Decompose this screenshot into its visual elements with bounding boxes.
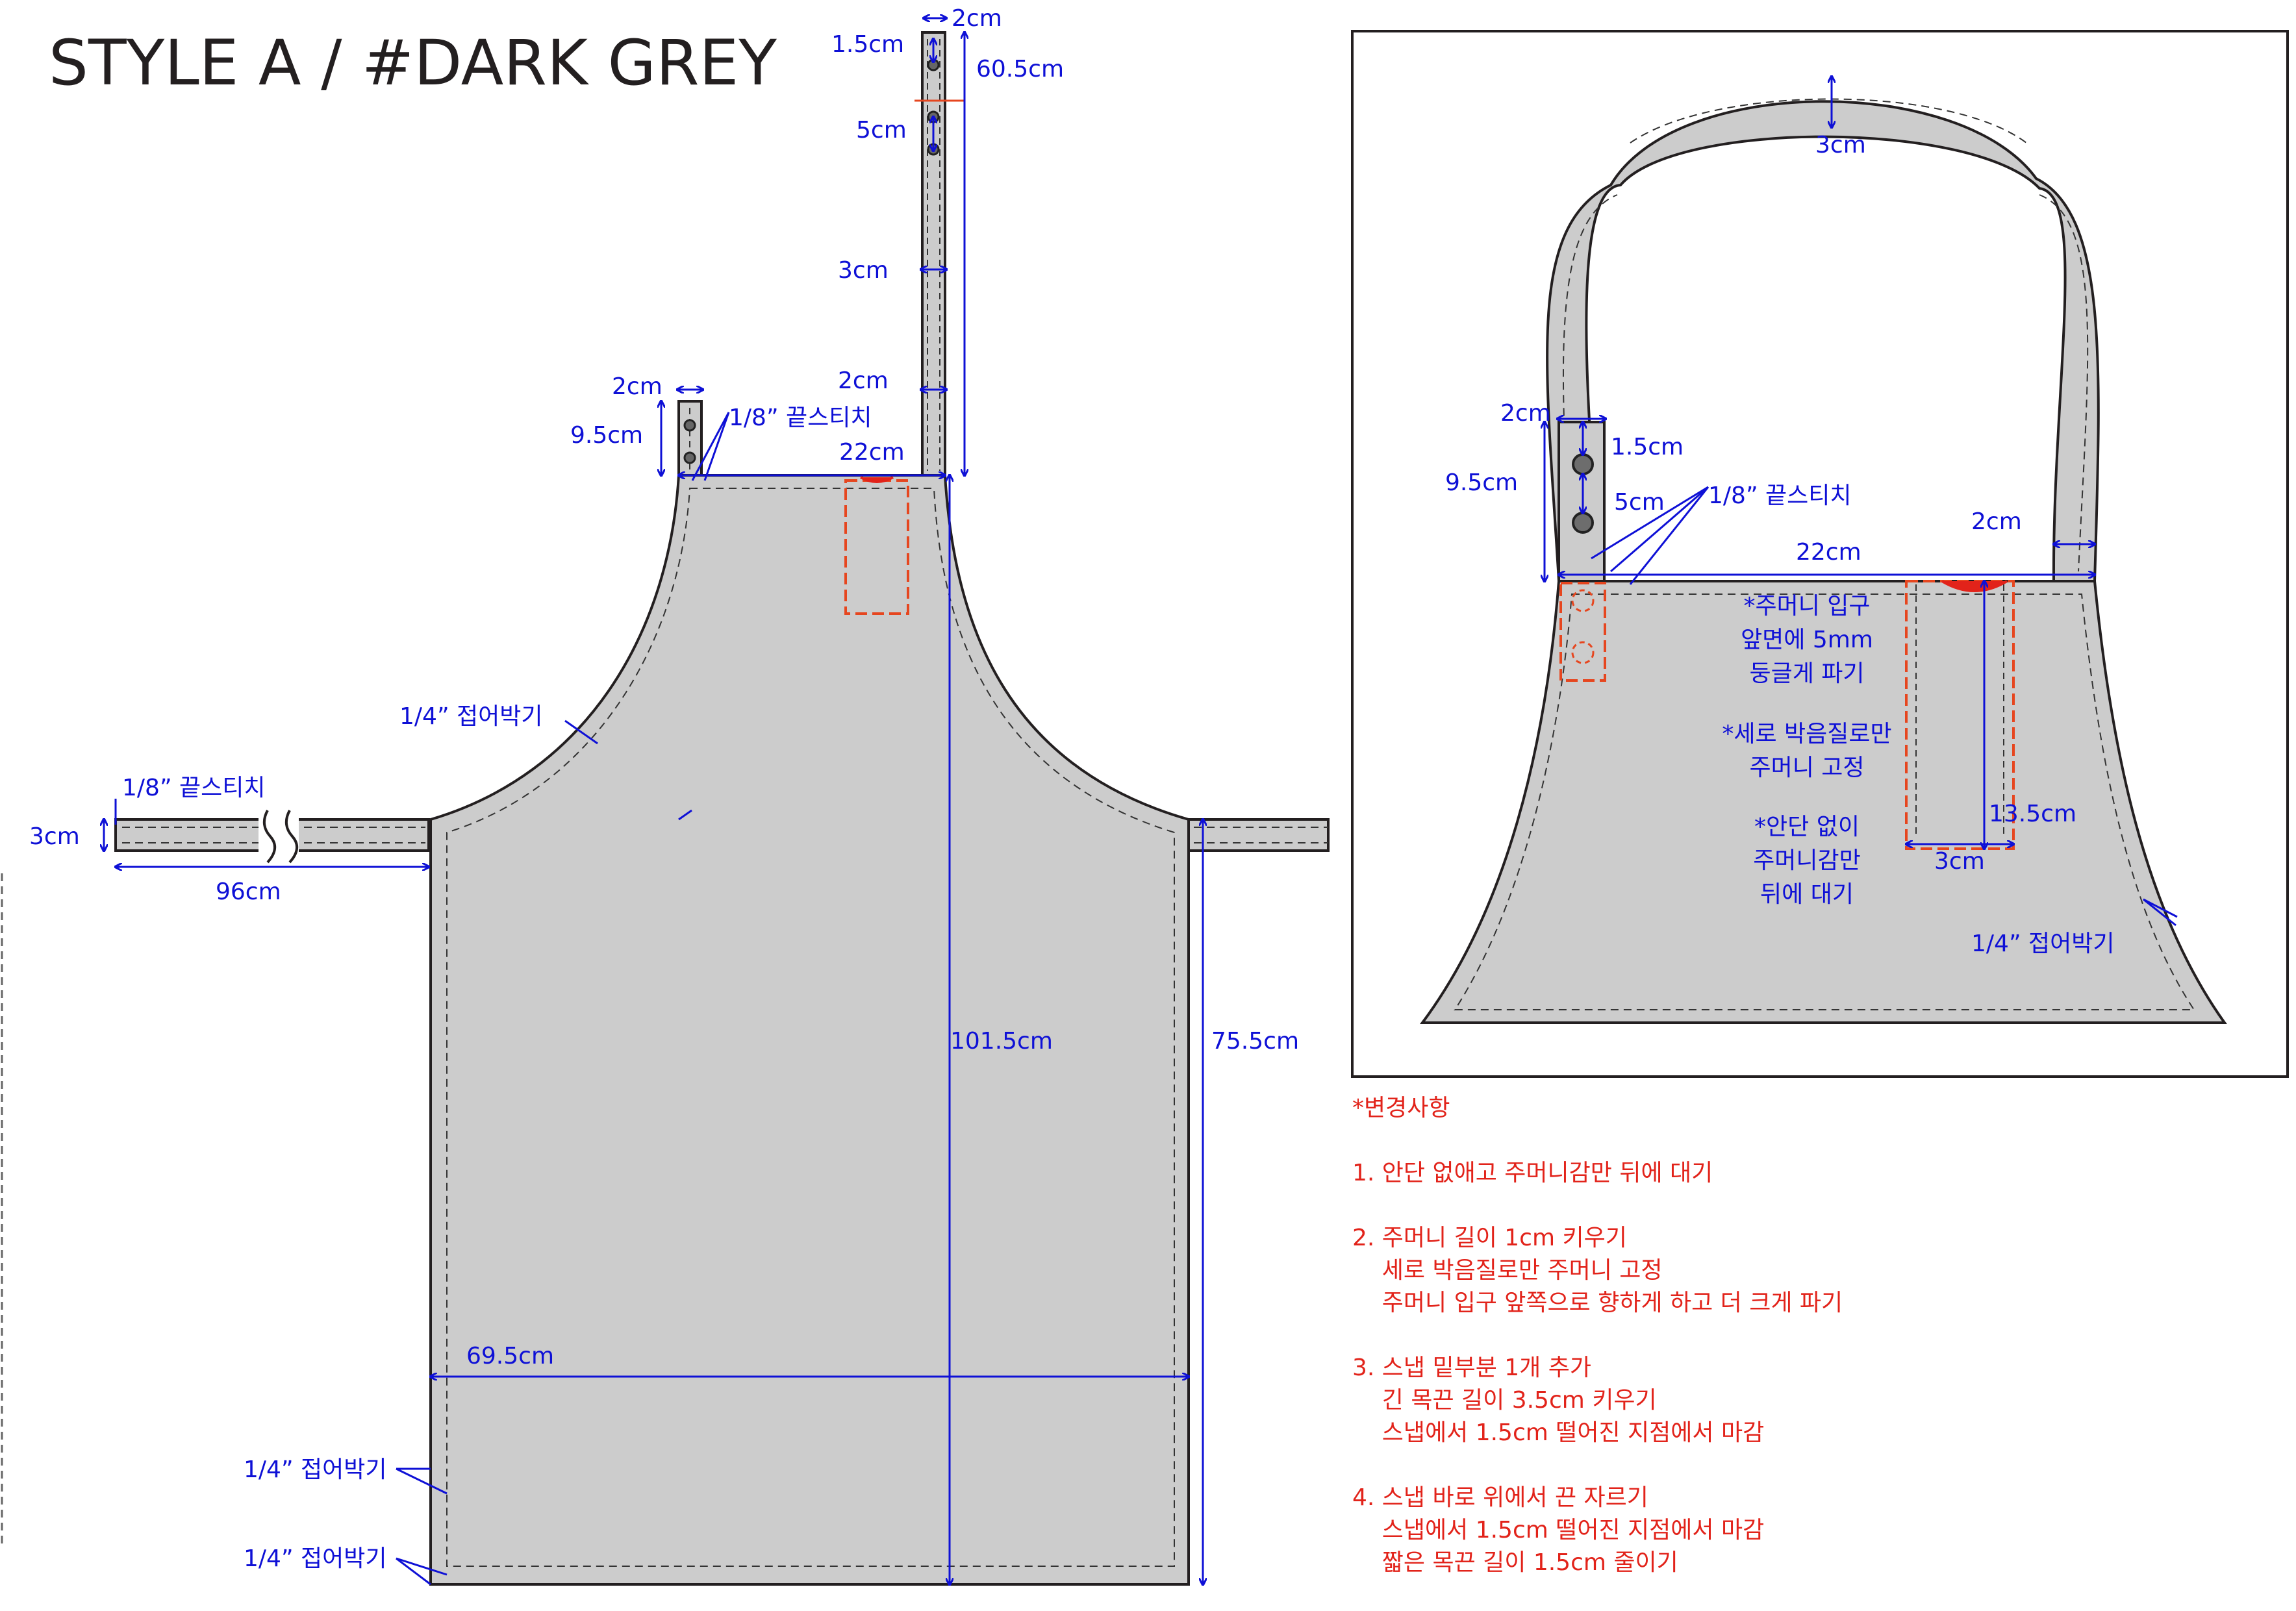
neck-long-snap-gap-label: 1.5cm — [831, 31, 904, 58]
neck-long-base-width-label: 2cm — [838, 368, 889, 394]
snap-button-icon — [683, 451, 696, 464]
detail-strap-width-label: 3cm — [1815, 132, 1866, 158]
total-length-label: 101.5cm — [950, 1028, 1053, 1055]
armhole-hem-label: 1/4” 접어박기 — [399, 703, 543, 730]
pocket-note-1-line-1: *주머니 입구 — [1743, 593, 1870, 619]
pocket-note-1-line-2: 앞면에 5mm — [1741, 627, 1873, 653]
side-hem-label: 1/4” 접어박기 — [244, 1456, 387, 1483]
detail-view-panel: 3cm 2cm 9.5cm 1.5cm 5cm 1/8” 끝스티치 2cm 22… — [1351, 30, 2289, 1078]
waist-tie-width-label: 3cm — [29, 823, 80, 850]
change-4-line-3: 짧은 목끈 길이 1.5cm 줄이기 — [1352, 1549, 1678, 1576]
detail-snap-spacing-label: 5cm — [1614, 489, 1665, 516]
neck-short-width-label: 2cm — [612, 373, 662, 400]
detail-apron-body — [1420, 580, 2227, 1024]
change-1-line-1: 1. 안단 없애고 주머니감만 뒤에 대기 — [1352, 1160, 1713, 1186]
detail-side-hem-label: 1/4” 접어박기 — [1971, 930, 2115, 957]
neck-long-snap-spacing-label: 5cm — [856, 117, 907, 144]
break-mark-icon — [262, 810, 276, 864]
snap-button-icon — [1572, 453, 1594, 475]
pocket-note-3-line-3: 뒤에 대기 — [1760, 881, 1854, 908]
neck-long-strap-width-label: 3cm — [838, 257, 889, 284]
detail-edge-stitch-label: 1/8” 끝스티치 — [1708, 482, 1852, 509]
side-length-label: 75.5cm — [1211, 1028, 1299, 1055]
neck-long-width-label: 2cm — [952, 5, 1002, 32]
long-neck-strap — [921, 31, 946, 477]
pocket-outline — [844, 479, 909, 615]
pocket-note-3-line-2: 주머니감만 — [1753, 847, 1861, 874]
change-3-line-3: 스냅에서 1.5cm 떨어진 지점에서 마감 — [1352, 1419, 1764, 1446]
detail-short-strap — [1558, 421, 1606, 582]
change-3-line-1: 3. 스냅 밑부분 1개 추가 — [1352, 1355, 1591, 1381]
page-title: STYLE A / #DARK GREY — [49, 27, 777, 99]
snap-button-icon — [683, 419, 696, 432]
detail-short-strap-length-label: 9.5cm — [1445, 469, 1518, 496]
pocket-note-2-line-2: 주머니 고정 — [1749, 755, 1864, 781]
top-width-label: 22cm — [839, 439, 905, 466]
pocket-note-1-line-3: 둥글게 파기 — [1749, 660, 1864, 687]
neck-short-length-label: 9.5cm — [570, 422, 643, 449]
apron-stitch-line — [446, 488, 1175, 1567]
break-mark-icon — [284, 810, 298, 864]
pocket-note-2-line-1: *세로 박음질로만 — [1722, 721, 1891, 747]
change-3-line-2: 긴 목끈 길이 3.5cm 키우기 — [1352, 1387, 1657, 1414]
change-2-line-2: 세로 박음질로만 주머니 고정 — [1352, 1257, 1663, 1284]
detail-long-strap-width-label: 2cm — [1971, 508, 2022, 535]
detail-top-width-label: 22cm — [1796, 539, 1861, 566]
change-notes: *변경사항 1. 안단 없애고 주머니감만 뒤에 대기 2. 주머니 길이 1c… — [1352, 1095, 1843, 1576]
detail-snap-ghost — [1559, 582, 1606, 682]
neck-long-length-label: 60.5cm — [976, 56, 1064, 82]
edge-stitch-label: 1/8” 끝스티치 — [729, 405, 872, 431]
detail-pocket-width-label: 3cm — [1934, 848, 1985, 875]
apron-front-view: 2cm 1.5cm 60.5cm 5cm 3cm 2cm 2cm 9.5cm 1… — [29, 5, 1330, 1586]
detail-snap-gap-label: 1.5cm — [1611, 434, 1684, 460]
body-width-label: 69.5cm — [466, 1343, 554, 1369]
bottom-hem-label: 1/4” 접어박기 — [244, 1545, 387, 1572]
waist-tie-length-label: 96cm — [216, 879, 281, 905]
waist-tie-stitch-label: 1/8” 끝스티치 — [122, 775, 266, 801]
snap-button-icon — [1572, 512, 1594, 534]
detail-short-strap-width-label: 2cm — [1500, 400, 1551, 427]
left-waist-tie — [114, 810, 430, 864]
change-2-line-3: 주머니 입구 앞쪽으로 향하게 하고 더 크게 파기 — [1352, 1290, 1843, 1316]
change-2-line-1: 2. 주머니 길이 1cm 키우기 — [1352, 1225, 1627, 1251]
apron-body — [429, 474, 1190, 1586]
change-4-line-2: 스냅에서 1.5cm 떨어진 지점에서 마감 — [1352, 1517, 1764, 1543]
change-notes-heading: *변경사항 — [1352, 1095, 1450, 1121]
right-waist-tie — [1187, 818, 1330, 852]
detail-pocket-opening — [1941, 580, 2008, 592]
pocket-note-3-line-1: *안단 없이 — [1754, 814, 1860, 840]
detail-pocket-length-label: 13.5cm — [1989, 801, 2076, 827]
change-4-line-1: 4. 스냅 바로 위에서 끈 자르기 — [1352, 1484, 1648, 1511]
